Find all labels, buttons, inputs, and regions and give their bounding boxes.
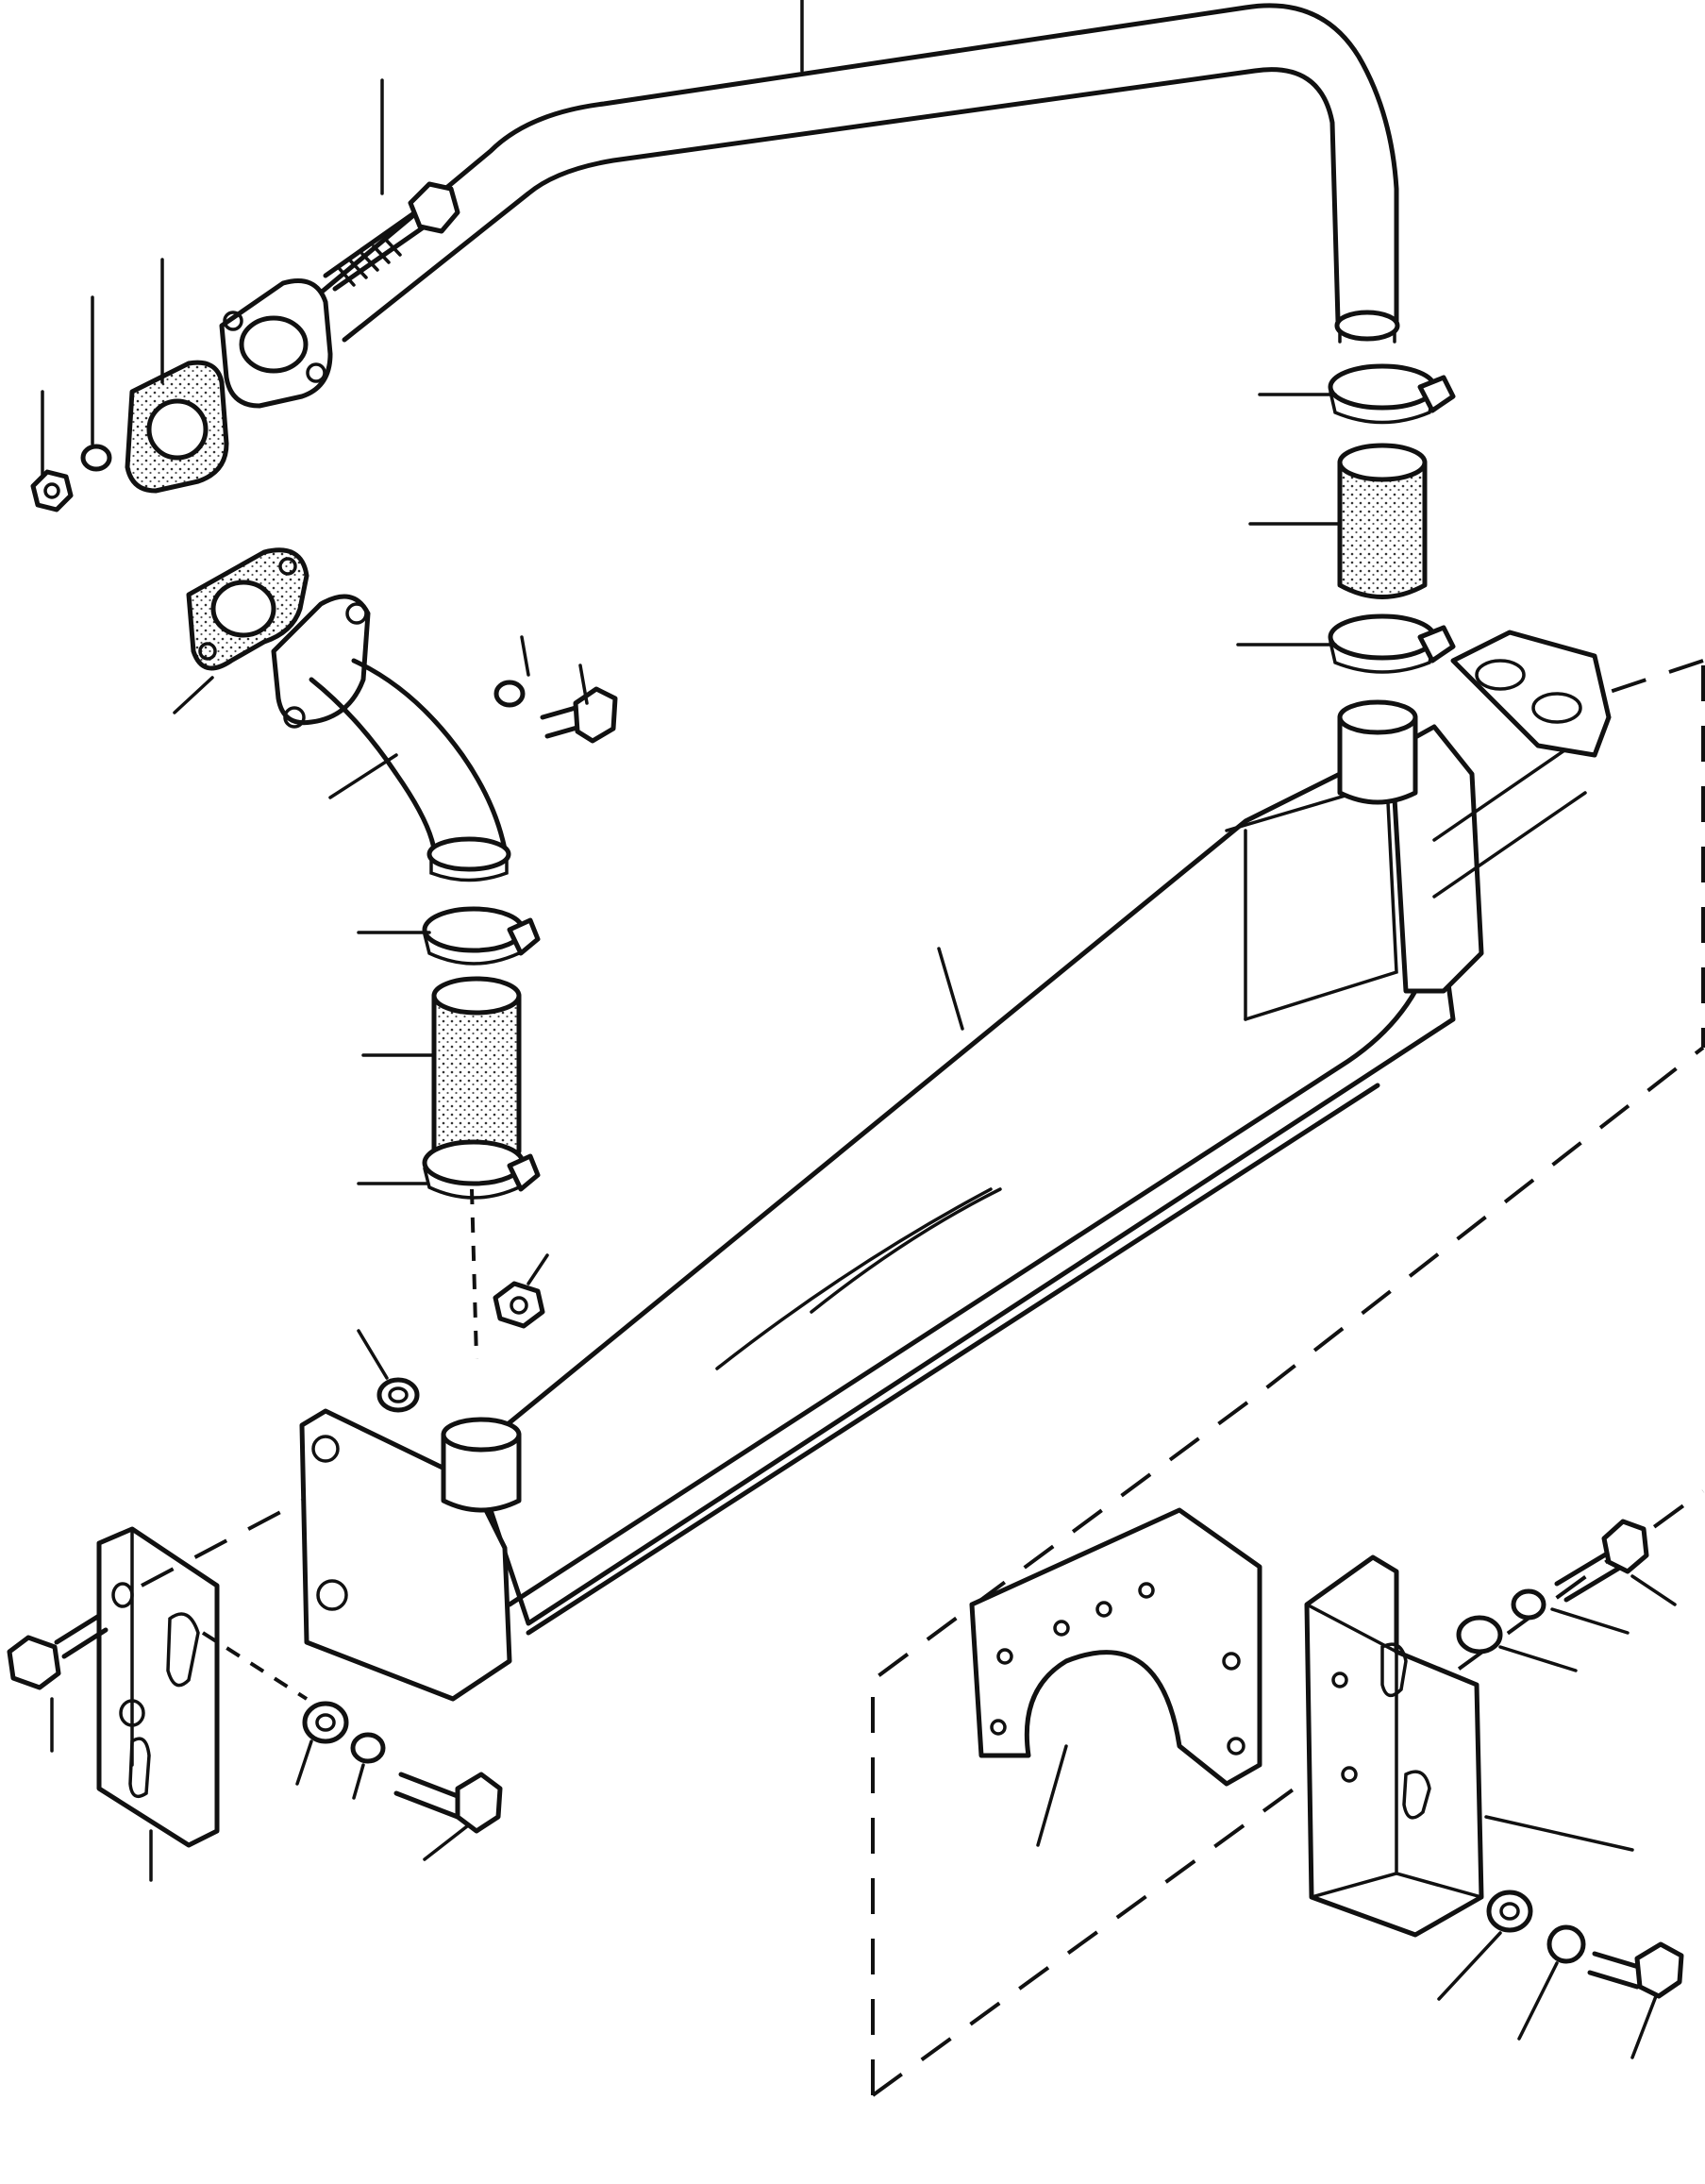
- bracket-left: [96, 1526, 220, 1848]
- alignment-line-washer: [201, 1631, 309, 1701]
- installation-boundary: [871, 659, 1705, 2097]
- inlet-pipe-left: [441, 1417, 522, 1513]
- muffler-body: [469, 724, 1587, 1636]
- elbow-pipe: [271, 594, 511, 882]
- bolt-middle: [493, 680, 618, 744]
- bolt-left: [7, 1613, 109, 1690]
- bolt-right-upper: [1456, 1519, 1649, 1655]
- gasket-upper: [125, 360, 229, 494]
- outlet-head-right: [1337, 630, 1612, 805]
- alignment-line-bracket: [141, 1499, 303, 1588]
- l-bracket-right: [1304, 1554, 1484, 1938]
- hose-clamp-right-lower: [1328, 613, 1456, 674]
- nut-left-inlet: [376, 1281, 545, 1413]
- stud-bolt-upper: [323, 181, 460, 292]
- hose-left: [431, 976, 522, 1166]
- callout-leaders: [41, 0, 1677, 2059]
- hose-clamp-left-upper: [422, 906, 541, 966]
- hose-clamp-right-upper: [1328, 363, 1456, 425]
- bolt-right-lower: [1486, 1890, 1684, 1999]
- hose-right: [1337, 443, 1428, 599]
- pipe-flange-upper: [219, 278, 333, 409]
- upper-exhaust-pipe: [318, 3, 1400, 344]
- gasket-middle: [186, 547, 309, 671]
- hose-clamp-left-lower: [422, 1139, 541, 1200]
- alignment-line-left: [470, 1188, 478, 1360]
- washers-bolt-bottom-left: [302, 1701, 503, 1834]
- nut-upper-left: [30, 444, 112, 512]
- mounting-plate-right: [969, 1507, 1262, 1787]
